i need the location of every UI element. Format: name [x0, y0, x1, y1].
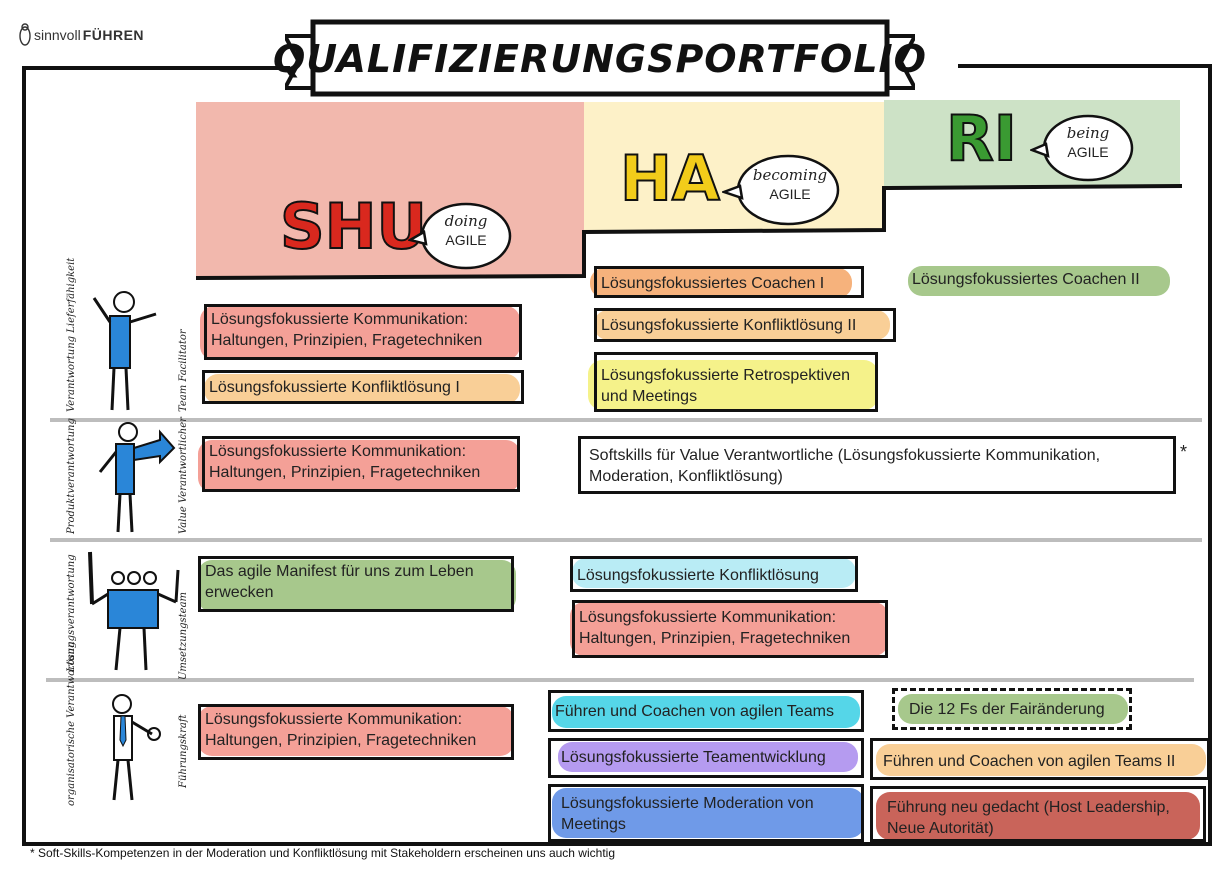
module-r1-shu-kommunikation: Lösungsfokussierte Kommunikation: Haltun…	[204, 304, 522, 360]
stage-ri-word: RI	[945, 101, 1018, 176]
module-r3-ha-konflikt: Lösungsfokussierte Konfliktlösung	[570, 556, 858, 592]
bubble-ri-text: being AGILE	[1048, 124, 1128, 160]
hl-r4-ri-2	[876, 744, 1206, 776]
module-r4-ri-host-leadership: Führung neu gedacht (Host Leadership, Ne…	[870, 786, 1206, 842]
module-r4-ri-fairaenderung: Die 12 Fs der Fairänderung	[892, 688, 1132, 730]
module-r1-ri-coachen: Lösungsfokussiertes Coachen II	[912, 271, 1140, 288]
bubble-ha-bottom: AGILE	[769, 186, 811, 202]
module-r4-ha-moderation: Lösungsfokussierte Moderation von Meetin…	[548, 784, 864, 842]
role-label-product: Produktverantwortung	[66, 418, 77, 534]
page-title: QUALIFIZIERUNGSPORTFOLIO	[273, 37, 927, 81]
bubble-ha-text: becoming AGILE	[744, 166, 836, 202]
hl-r1-shu-2	[204, 374, 520, 404]
hl-r4-shu-1	[198, 706, 514, 756]
role-label-organisational: organisatorische Verantwortung	[66, 641, 77, 806]
hl-r4-ri-3	[876, 792, 1200, 840]
module-r3-shu-manifest: Das agile Manifest für uns zum Leben erw…	[198, 556, 514, 612]
brand-name: FÜHREN	[82, 27, 145, 43]
frame-top-left	[22, 66, 290, 70]
stage-outline	[195, 184, 1183, 280]
figure-manager	[112, 694, 161, 801]
footnote-star: *	[1180, 442, 1188, 462]
stage-band-shu	[196, 102, 584, 278]
bubble-shu-text: doing AGILE	[426, 212, 506, 248]
hl-r2-shu-1	[198, 440, 520, 492]
hl-r3-shu-1	[198, 560, 516, 612]
portfolio-frame	[22, 66, 1212, 846]
hl-r1-ha-2	[594, 310, 890, 340]
module-r2-ha-softskills: Softskills für Value Verantwortliche (Lö…	[578, 436, 1176, 494]
footnote: * Soft-Skills-Kompetenzen in der Moderat…	[30, 846, 615, 860]
figure-team-facilitator	[92, 291, 157, 411]
module-r2-shu-kommunikation: Lösungsfokussierte Kommunikation: Haltun…	[202, 436, 520, 492]
stage-ha-word: HA	[619, 141, 721, 216]
hl-r1-ha-3	[588, 360, 878, 410]
speech-bubble-ha	[722, 154, 840, 226]
speech-bubble-shu	[408, 202, 512, 270]
role-label-delivery: Verantwortung Lieferfähigkeit	[66, 257, 77, 412]
row-divider-1	[50, 418, 1202, 422]
speech-bubble-ri	[1030, 114, 1134, 182]
hl-r4-ri-1	[898, 694, 1128, 724]
bubble-shu-top: doing	[444, 212, 488, 230]
module-r1-ha-konflikt: Lösungsfokussierte Konfliktlösung II	[594, 308, 896, 342]
module-r1-ha-retros: Lösungsfokussierte Retrospektiven und Me…	[594, 352, 878, 412]
frame-top-right	[958, 64, 1212, 68]
figure-implementation-team	[88, 551, 180, 671]
hl-r3-ha-2	[570, 602, 888, 656]
role-label-team-facilitator: Team Facilitator	[178, 329, 189, 412]
stage-band-ha	[584, 102, 884, 232]
hl-r4-ha-1	[552, 696, 860, 728]
module-r3-ha-kommunikation: Lösungsfokussierte Kommunikation: Haltun…	[572, 600, 888, 658]
hl-r3-ha-1	[572, 558, 856, 588]
module-r1-ha-coachen: Lösungsfokussiertes Coachen I	[594, 266, 864, 298]
bubble-ri-top: being	[1066, 124, 1110, 142]
brand-prefix: sinnvoll	[34, 27, 81, 43]
module-r4-ri-fuehren-ii: Führen und Coachen von agilen Teams II	[870, 738, 1210, 780]
hl-r1-ri-1	[908, 266, 1170, 296]
role-label-manager: Führungskraft	[178, 714, 189, 788]
bubble-ri-bottom: AGILE	[1067, 144, 1109, 160]
bubble-shu-bottom: AGILE	[445, 232, 487, 248]
hl-r4-ha-3	[552, 788, 864, 838]
role-label-value-owner: Value Verantwortlicher	[178, 417, 189, 534]
module-r4-shu-kommunikation: Lösungsfokussierte Kommunikation: Haltun…	[198, 704, 514, 760]
bubble-ha-top: becoming	[752, 166, 828, 184]
hl-r1-shu-1	[200, 306, 520, 360]
penguin-icon	[19, 23, 31, 46]
stage-shu-word: SHU	[279, 189, 428, 264]
module-r4-ha-teamentwicklung: Lösungsfokussierte Teamentwicklung	[548, 738, 864, 778]
row-divider-2	[50, 538, 1202, 542]
module-r1-shu-konflikt: Lösungsfokussierte Konfliktlösung I	[202, 370, 524, 404]
row-divider-3	[46, 678, 1194, 682]
hl-r4-ha-2	[558, 742, 858, 772]
figure-value-owner	[98, 422, 176, 533]
module-r4-ha-fuehren: Führen und Coachen von agilen Teams	[548, 690, 864, 732]
title-banner: QUALIFIZIERUNGSPORTFOLIO	[273, 18, 927, 100]
hl-r1-ha-1	[590, 268, 852, 298]
